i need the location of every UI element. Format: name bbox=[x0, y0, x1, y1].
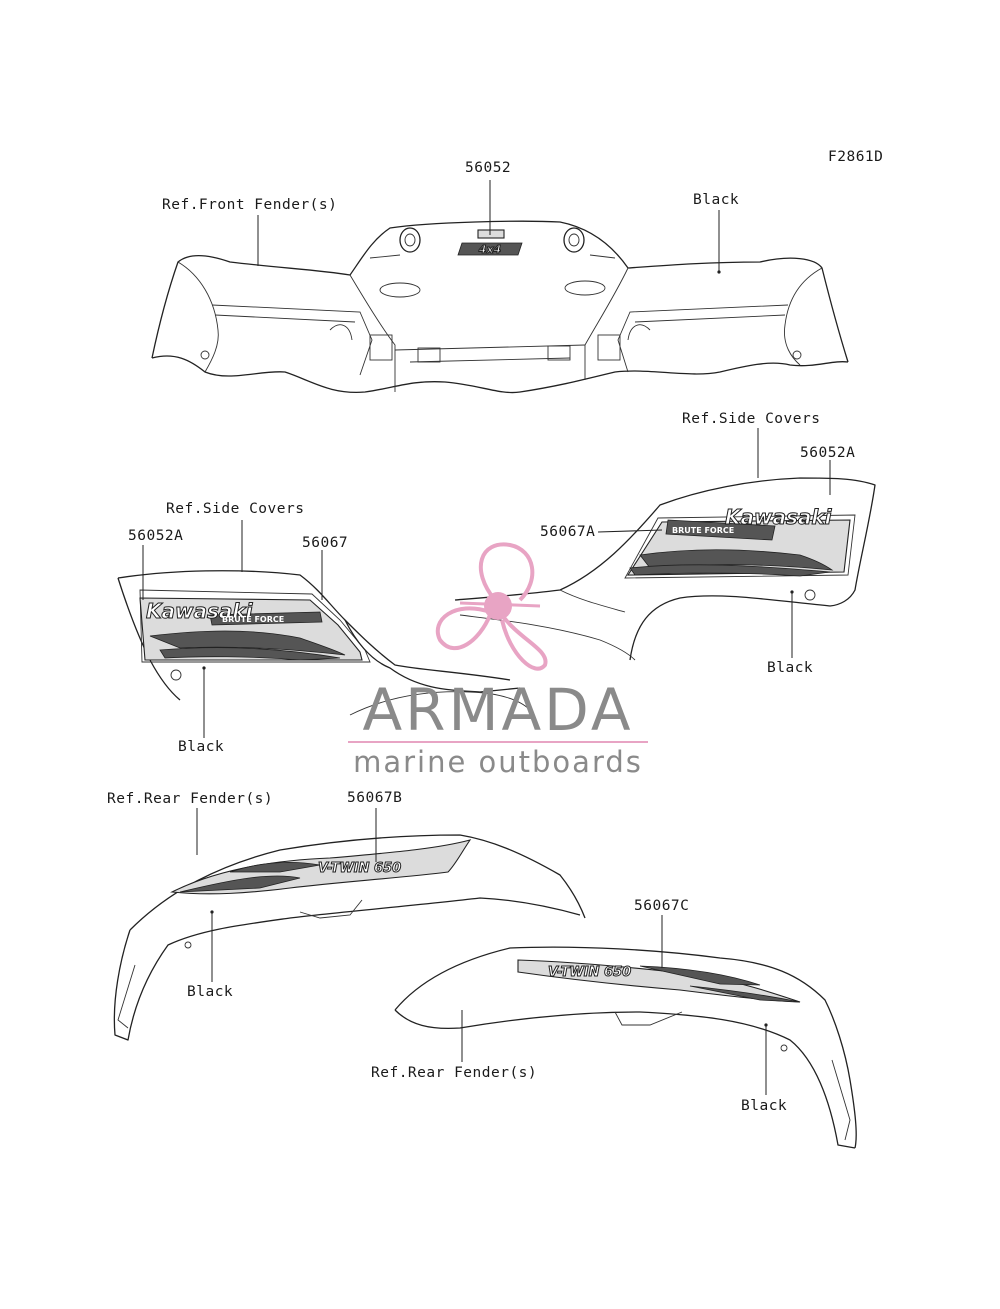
label-black-side-right: Black bbox=[767, 660, 813, 676]
label-black-rear-top: Black bbox=[187, 984, 233, 1000]
label-56067: 56067 bbox=[302, 535, 348, 551]
brand-left: Kawasaki bbox=[146, 599, 254, 623]
label-56052: 56052 bbox=[465, 160, 511, 176]
label-56052a-right: 56052A bbox=[800, 445, 855, 461]
engine-bottom: V-TWIN 650 bbox=[548, 965, 631, 980]
label-black-rear-bottom: Black bbox=[741, 1098, 787, 1114]
watermark: ARMADA marine outboards bbox=[348, 542, 648, 779]
model-right: BRUTE FORCE bbox=[672, 526, 734, 535]
front-4x4-badge: 4x4 bbox=[457, 229, 523, 257]
front-fender bbox=[151, 220, 849, 394]
figure-code: F2861D bbox=[828, 149, 883, 165]
rear-fender-top: V-TWIN 650 bbox=[113, 834, 586, 1041]
brand-right: Kawasaki bbox=[725, 505, 833, 529]
label-56067a: 56067A bbox=[540, 524, 595, 540]
label-ref-side-covers-right: Ref.Side Covers bbox=[682, 411, 820, 427]
label-black-side-left: Black bbox=[178, 739, 224, 755]
label-ref-side-covers-left: Ref.Side Covers bbox=[166, 501, 304, 517]
side-cover-right: Kawasaki BRUTE FORCE bbox=[454, 477, 876, 661]
watermark-title: ARMADA bbox=[362, 676, 633, 744]
label-56067c: 56067C bbox=[634, 898, 689, 914]
side-left-leaders bbox=[142, 520, 323, 738]
label-ref-front-fender: Ref.Front Fender(s) bbox=[162, 197, 337, 213]
engine-top: V-TWIN 650 bbox=[318, 861, 401, 876]
side-right-leaders bbox=[597, 428, 831, 658]
propeller-logo bbox=[436, 542, 548, 671]
watermark-subtitle: marine outboards bbox=[353, 745, 643, 779]
rear-fender-bottom: V-TWIN 650 bbox=[394, 946, 857, 1149]
label-ref-rear-fender-bottom: Ref.Rear Fender(s) bbox=[371, 1065, 537, 1081]
label-black-front: Black bbox=[693, 192, 739, 208]
front-leaders bbox=[257, 180, 721, 274]
label-56067b: 56067B bbox=[347, 790, 402, 806]
model-left: BRUTE FORCE bbox=[222, 615, 284, 624]
label-ref-rear-fender-top: Ref.Rear Fender(s) bbox=[107, 791, 273, 807]
rear-bottom-leaders bbox=[461, 915, 768, 1095]
side-cover-left: Kawasaki BRUTE FORCE bbox=[117, 570, 531, 716]
rear-top-leaders bbox=[196, 808, 377, 982]
badge-text: 4x4 bbox=[478, 243, 501, 256]
label-56052a-left: 56052A bbox=[128, 528, 183, 544]
